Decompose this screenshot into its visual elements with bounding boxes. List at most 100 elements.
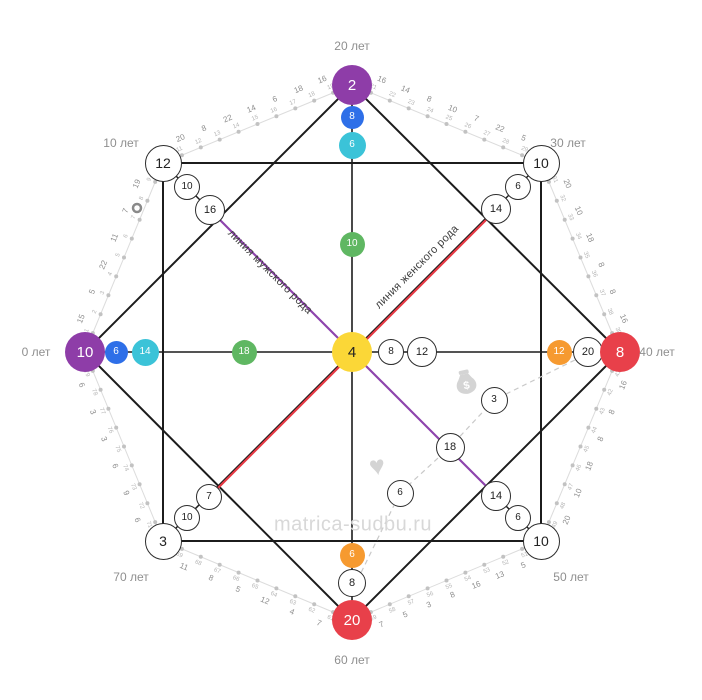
year-tick-label: 57	[407, 599, 416, 607]
edge-energy-number: 16	[470, 579, 482, 591]
edge-energy-number: 15	[75, 312, 87, 324]
year-tick-label: 42	[607, 388, 615, 397]
edge-energy-number: 14	[245, 103, 257, 115]
year-dot	[145, 198, 150, 203]
year-dot	[129, 236, 134, 241]
year-tick-label: 58	[388, 606, 397, 614]
corner-tr-small-1-circle: 6	[505, 174, 531, 200]
edge-energy-number: 10	[573, 205, 585, 217]
year-dot	[546, 179, 551, 184]
year-tick-label: 51	[521, 551, 530, 559]
age-label-0: 0 лет	[21, 345, 51, 359]
year-dot	[98, 387, 103, 392]
age-label-50: 50 лет	[553, 570, 589, 584]
age-label-40: 40 лет	[639, 345, 675, 359]
year-tick-label: 26	[463, 122, 472, 130]
edge-energy-number: 16	[617, 379, 629, 391]
year-tick-label: 25	[445, 114, 454, 122]
corner-tl-small-1-circle: 10	[174, 174, 200, 200]
edge-energy-number: 20	[562, 178, 574, 190]
corner-tr-main-circle: 10	[522, 144, 560, 182]
center-right-12-circle: 12	[407, 337, 437, 367]
year-tick-label: 45	[583, 444, 591, 453]
edge-energy-number: 4	[288, 607, 296, 617]
year-dot	[236, 570, 241, 575]
edge-energy-number: 16	[316, 74, 328, 86]
year-dot	[546, 520, 551, 525]
edge-energy-number: 18	[584, 232, 596, 244]
year-dot	[137, 217, 142, 222]
corner-tl-main-circle: 12	[144, 144, 182, 182]
year-tick-label: 41	[615, 369, 623, 378]
corner-bl-small-2-circle: 7	[196, 484, 222, 510]
corner-tr-small-2-circle: 14	[481, 194, 511, 224]
year-tick-label: 22	[388, 91, 397, 99]
year-dot	[562, 217, 567, 222]
year-tick-label: 17	[289, 99, 298, 107]
right-chain-20-circle: 20	[573, 337, 603, 367]
year-tick-label: 4	[107, 271, 114, 277]
year-tick-label: 64	[269, 591, 278, 599]
left-main-circle: 10	[65, 332, 105, 372]
year-tick-label: 19	[327, 83, 336, 91]
year-dot	[217, 137, 222, 142]
year-tick-label: 32	[558, 194, 566, 203]
year-tick-label: 54	[464, 575, 473, 583]
left-chain-blue-circle: 6	[104, 340, 128, 364]
corner-br-small-2-circle: 14	[481, 481, 511, 511]
year-dot	[482, 137, 487, 142]
year-tick-label: 79	[82, 369, 90, 378]
year-tick-label: 56	[426, 591, 435, 599]
year-dot	[501, 554, 506, 559]
edge-energy-number: 7	[378, 619, 386, 629]
year-dot	[444, 122, 449, 126]
year-tick-label: 16	[270, 106, 279, 114]
svg-text:$: $	[462, 379, 470, 392]
year-dot	[602, 312, 607, 317]
year-tick-label: 2	[92, 309, 99, 315]
year-dot	[463, 129, 468, 134]
edge-energy-number: 8	[425, 94, 433, 104]
year-dot	[145, 501, 150, 506]
year-dot	[217, 562, 222, 567]
year-tick-label: 55	[445, 583, 454, 591]
year-tick-label: 36	[590, 270, 598, 279]
year-tick-label: 27	[482, 130, 491, 138]
year-tick-label: 53	[483, 567, 492, 575]
edge-energy-number: 16	[376, 74, 388, 86]
center-right-8-circle: 8	[378, 339, 404, 365]
year-dot	[179, 153, 184, 158]
top-chain-blue-circle: 8	[340, 105, 364, 129]
bottom-main-circle: 20	[332, 600, 372, 640]
heart-icon: ♥	[367, 450, 387, 482]
edge-energy-number: 7	[473, 114, 481, 124]
year-tick-label: 12	[194, 138, 203, 146]
year-tick-label: 52	[502, 559, 511, 567]
edge-energy-number: 8	[596, 435, 606, 443]
edge-energy-number: 5	[520, 133, 528, 143]
year-dot	[255, 578, 260, 583]
edge-energy-number: 6	[110, 462, 120, 470]
year-tick-label: 33	[566, 213, 574, 222]
year-tick-label: 23	[407, 99, 416, 107]
edge-energy-number: 22	[97, 258, 109, 270]
edge-energy-number: 6	[271, 94, 279, 104]
age-label-10: 10 лет	[103, 136, 139, 150]
edge-energy-number: 18	[293, 83, 305, 95]
edge-energy-number: 8	[607, 408, 617, 416]
year-tick-label: 13	[213, 130, 222, 138]
year-tick-label: 11	[176, 146, 185, 154]
year-dot	[387, 98, 392, 103]
year-dot	[444, 578, 449, 583]
year-dot	[463, 570, 468, 575]
year-dot	[114, 274, 119, 279]
edge-energy-number: 3	[88, 408, 98, 416]
watermark: matrica-sudbu.ru	[273, 513, 433, 536]
year-dot	[236, 129, 241, 134]
year-dot	[570, 236, 575, 241]
year-dot	[578, 444, 583, 449]
year-tick-label: 24	[426, 107, 435, 115]
edge-energy-number: 6	[132, 516, 142, 524]
year-dot	[586, 274, 591, 279]
